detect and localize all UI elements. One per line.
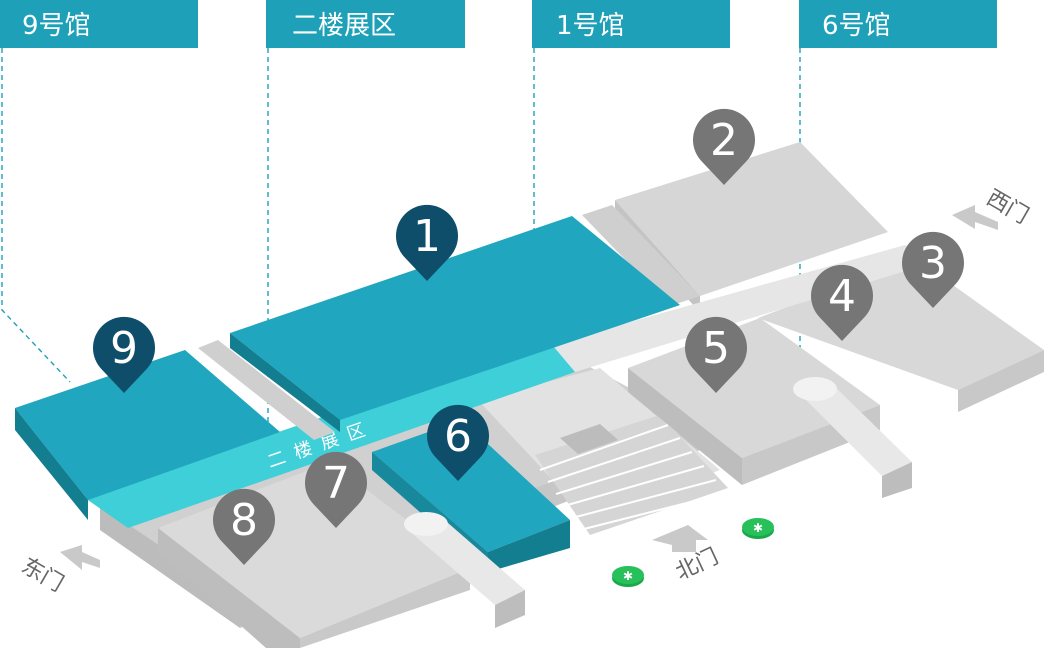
metro-station-icon[interactable]: ✱ bbox=[612, 566, 644, 587]
svg-text:✱: ✱ bbox=[753, 521, 763, 535]
map-pin-number: 7 bbox=[322, 458, 350, 509]
map-pin-icon bbox=[427, 404, 489, 481]
front-steps bbox=[478, 368, 728, 535]
hall-tab-6[interactable]: 6号馆 bbox=[799, 0, 997, 48]
map-pin-number: 5 bbox=[702, 323, 730, 374]
map-pin-4[interactable]: 4 bbox=[810, 264, 873, 341]
divider-9-1 bbox=[198, 340, 335, 440]
gate-east[interactable]: 东门 bbox=[17, 545, 100, 597]
map-pin-number: 9 bbox=[110, 323, 138, 374]
map-pin-number: 8 bbox=[230, 495, 258, 546]
bridge-south bbox=[404, 512, 525, 628]
map-pin-number: 3 bbox=[919, 238, 947, 289]
map-pin-7[interactable]: 7 bbox=[305, 451, 367, 528]
hall-1[interactable] bbox=[230, 216, 680, 432]
metro-station-icon[interactable]: ✱ bbox=[742, 518, 774, 539]
hall-tab-1[interactable]: 1号馆 bbox=[532, 0, 730, 48]
hall-tab-label: 二楼展区 bbox=[292, 11, 396, 41]
map-pin-number: 4 bbox=[828, 271, 856, 322]
gate-north[interactable]: 北门 bbox=[652, 525, 722, 585]
map-pin-icon bbox=[902, 231, 965, 308]
north-arrow-icon bbox=[652, 525, 708, 552]
east-arrow-icon bbox=[60, 545, 100, 570]
map-pin-6[interactable]: 6 bbox=[427, 404, 489, 481]
map-pin-2[interactable]: 2 bbox=[693, 108, 755, 185]
bridge-east bbox=[793, 377, 912, 498]
gate-east-label: 东门 bbox=[17, 554, 68, 598]
map-pin-icon bbox=[395, 204, 458, 281]
gate-west[interactable]: 西门 bbox=[952, 186, 1033, 230]
hall-tab-label: 9号馆 bbox=[22, 11, 91, 41]
hall-tab-9[interactable]: 9号馆 bbox=[0, 0, 198, 48]
map-pin-icon bbox=[93, 316, 155, 393]
map-pin-icon bbox=[213, 488, 275, 565]
svg-text:✱: ✱ bbox=[623, 569, 633, 583]
hall-tab-label: 1号馆 bbox=[556, 11, 625, 41]
map-pin-number: 6 bbox=[444, 411, 472, 462]
map-pin-icon bbox=[685, 316, 747, 393]
map-pin-number: 2 bbox=[710, 115, 738, 166]
map-pin-8[interactable]: 8 bbox=[213, 488, 275, 565]
hall-9[interactable] bbox=[15, 350, 280, 520]
location-markers: 1 2 3 4 5 6 7 8 9 bbox=[93, 108, 965, 565]
map-pin-9[interactable]: 9 bbox=[93, 316, 155, 393]
map-pin-1[interactable]: 1 bbox=[395, 204, 458, 281]
hall-tab-label: 6号馆 bbox=[822, 11, 891, 41]
map-pin-icon bbox=[693, 108, 755, 185]
hall-tab-floor2[interactable]: 二楼展区 bbox=[266, 0, 465, 48]
west-arrow-icon bbox=[952, 205, 998, 230]
map-pin-3[interactable]: 3 bbox=[902, 231, 965, 308]
map-pin-number: 1 bbox=[413, 211, 441, 262]
map-pin-icon bbox=[810, 264, 873, 341]
map-pin-5[interactable]: 5 bbox=[685, 316, 747, 393]
map-pin-icon bbox=[305, 451, 367, 528]
